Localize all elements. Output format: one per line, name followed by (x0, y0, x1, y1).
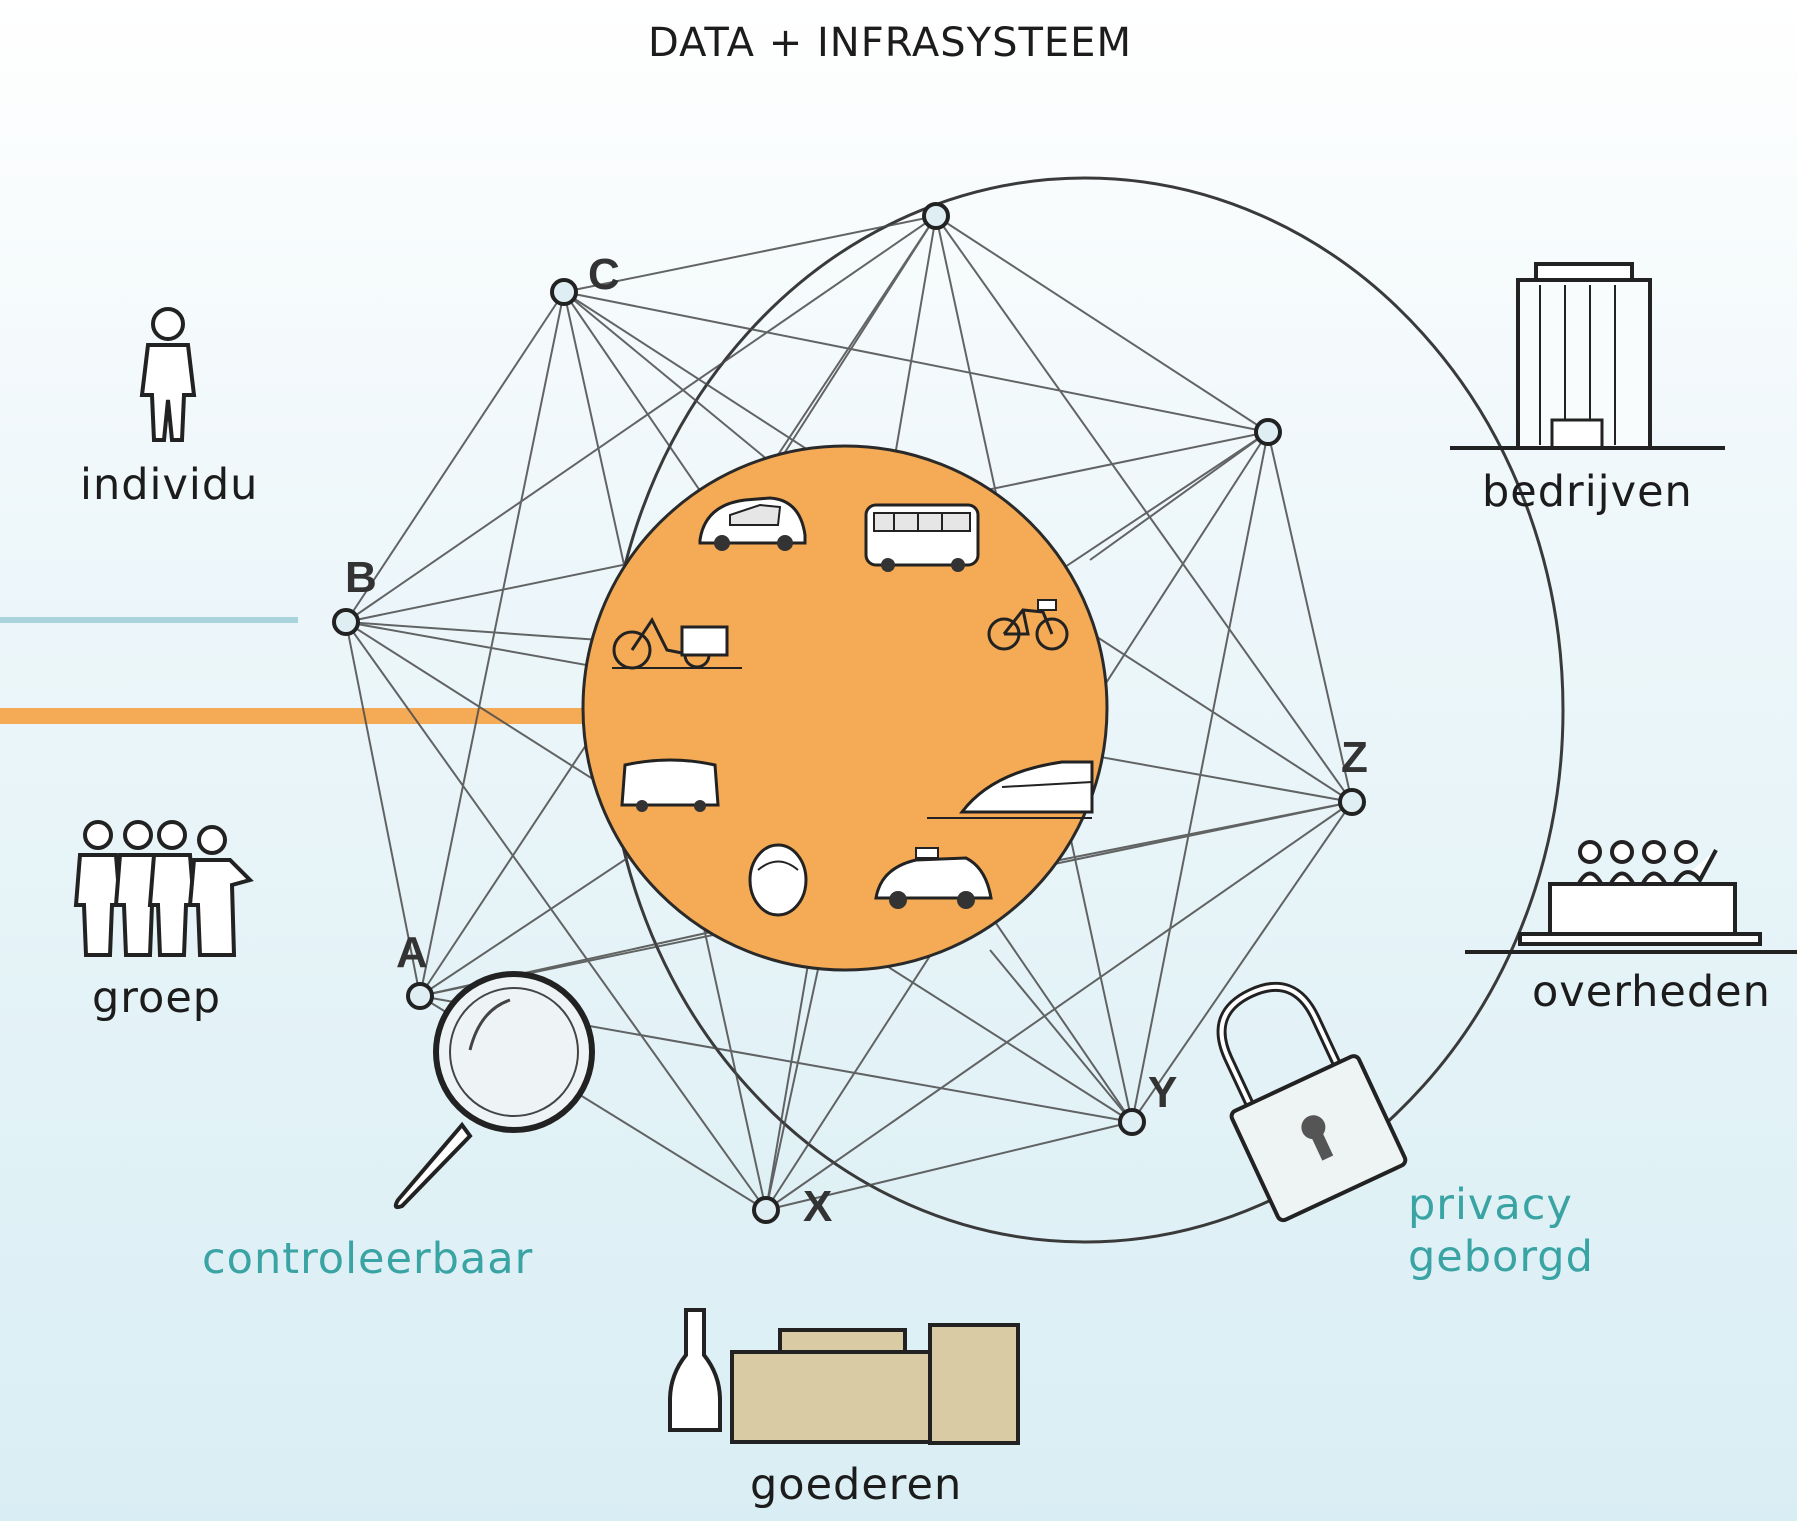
node-a (406, 982, 434, 1010)
padlock-icon (1216, 981, 1408, 1223)
edge-z-y (1131, 801, 1353, 1123)
edge-z-x (765, 801, 1353, 1211)
goods-boxes-icon (668, 1308, 1020, 1445)
mobility-core (581, 444, 1109, 972)
autonomous-taxi-icon (874, 847, 993, 909)
edge-b-t (345, 215, 937, 623)
node-c (550, 278, 578, 306)
bus-icon (864, 503, 980, 572)
edge-t-z (935, 215, 1353, 803)
edge-to-core-0 (563, 291, 781, 471)
edge-c-r (563, 291, 1269, 433)
edge-t-r (935, 215, 1269, 433)
edge-r-z (1267, 431, 1353, 803)
edge-y-x (765, 1121, 1133, 1211)
edge-b-c (345, 291, 565, 623)
diagram-title: DATA + INFRASYSTEEM (648, 20, 1132, 66)
actor-label-bedrijven: bedrijven (1482, 467, 1693, 517)
node-b (332, 608, 360, 636)
node-x (752, 1196, 780, 1224)
node-letter-x: X (803, 1182, 833, 1231)
government-council-icon (1465, 840, 1797, 954)
node-letter-b: B (345, 553, 377, 602)
company-building-icon (1450, 262, 1725, 450)
pod-shuttle-icon (620, 758, 720, 812)
bicycle-icon (987, 599, 1069, 651)
node-letter-z: Z (1341, 733, 1368, 782)
edge-to-core-5 (765, 959, 821, 1211)
node-right (1254, 418, 1282, 446)
quality-label-geborgd: geborgd (1408, 1232, 1594, 1282)
node-y (1118, 1108, 1146, 1136)
node-z (1338, 788, 1366, 816)
car-icon (698, 496, 807, 551)
group-people-icon (73, 820, 254, 957)
train-icon (927, 760, 1094, 819)
edge-to-core-1 (779, 215, 937, 461)
edge-to-core-6 (989, 949, 1133, 1123)
edge-to-core-3 (345, 621, 601, 641)
actor-label-overheden: overheden (1532, 967, 1771, 1017)
edge-b-x (345, 621, 767, 1211)
quality-label-privacy: privacy (1408, 1180, 1573, 1230)
actor-label-groep: groep (92, 973, 222, 1023)
individual-person-icon (139, 307, 197, 442)
cargo-bike-icon (612, 617, 742, 670)
node-letter-c: C (588, 250, 620, 299)
robot-pod-icon (748, 843, 808, 917)
edge-a-c (419, 291, 565, 997)
edge-c-t (563, 215, 937, 293)
edge-to-core-7 (1059, 801, 1353, 861)
edge-a-b (345, 621, 421, 997)
node-letter-a: A (396, 928, 428, 977)
magnifying-glass-icon (393, 971, 595, 1210)
actor-label-individu: individu (80, 460, 259, 510)
network-nodes (332, 202, 1366, 1224)
node-letter-y: Y (1148, 1068, 1178, 1117)
quality-label-controleerbaar: controleerbaar (202, 1234, 534, 1284)
actor-label-goederen: goederen (750, 1460, 963, 1510)
edge-to-core-2 (1089, 431, 1269, 561)
edge-r-y (1131, 431, 1269, 1123)
node-top (922, 202, 950, 230)
